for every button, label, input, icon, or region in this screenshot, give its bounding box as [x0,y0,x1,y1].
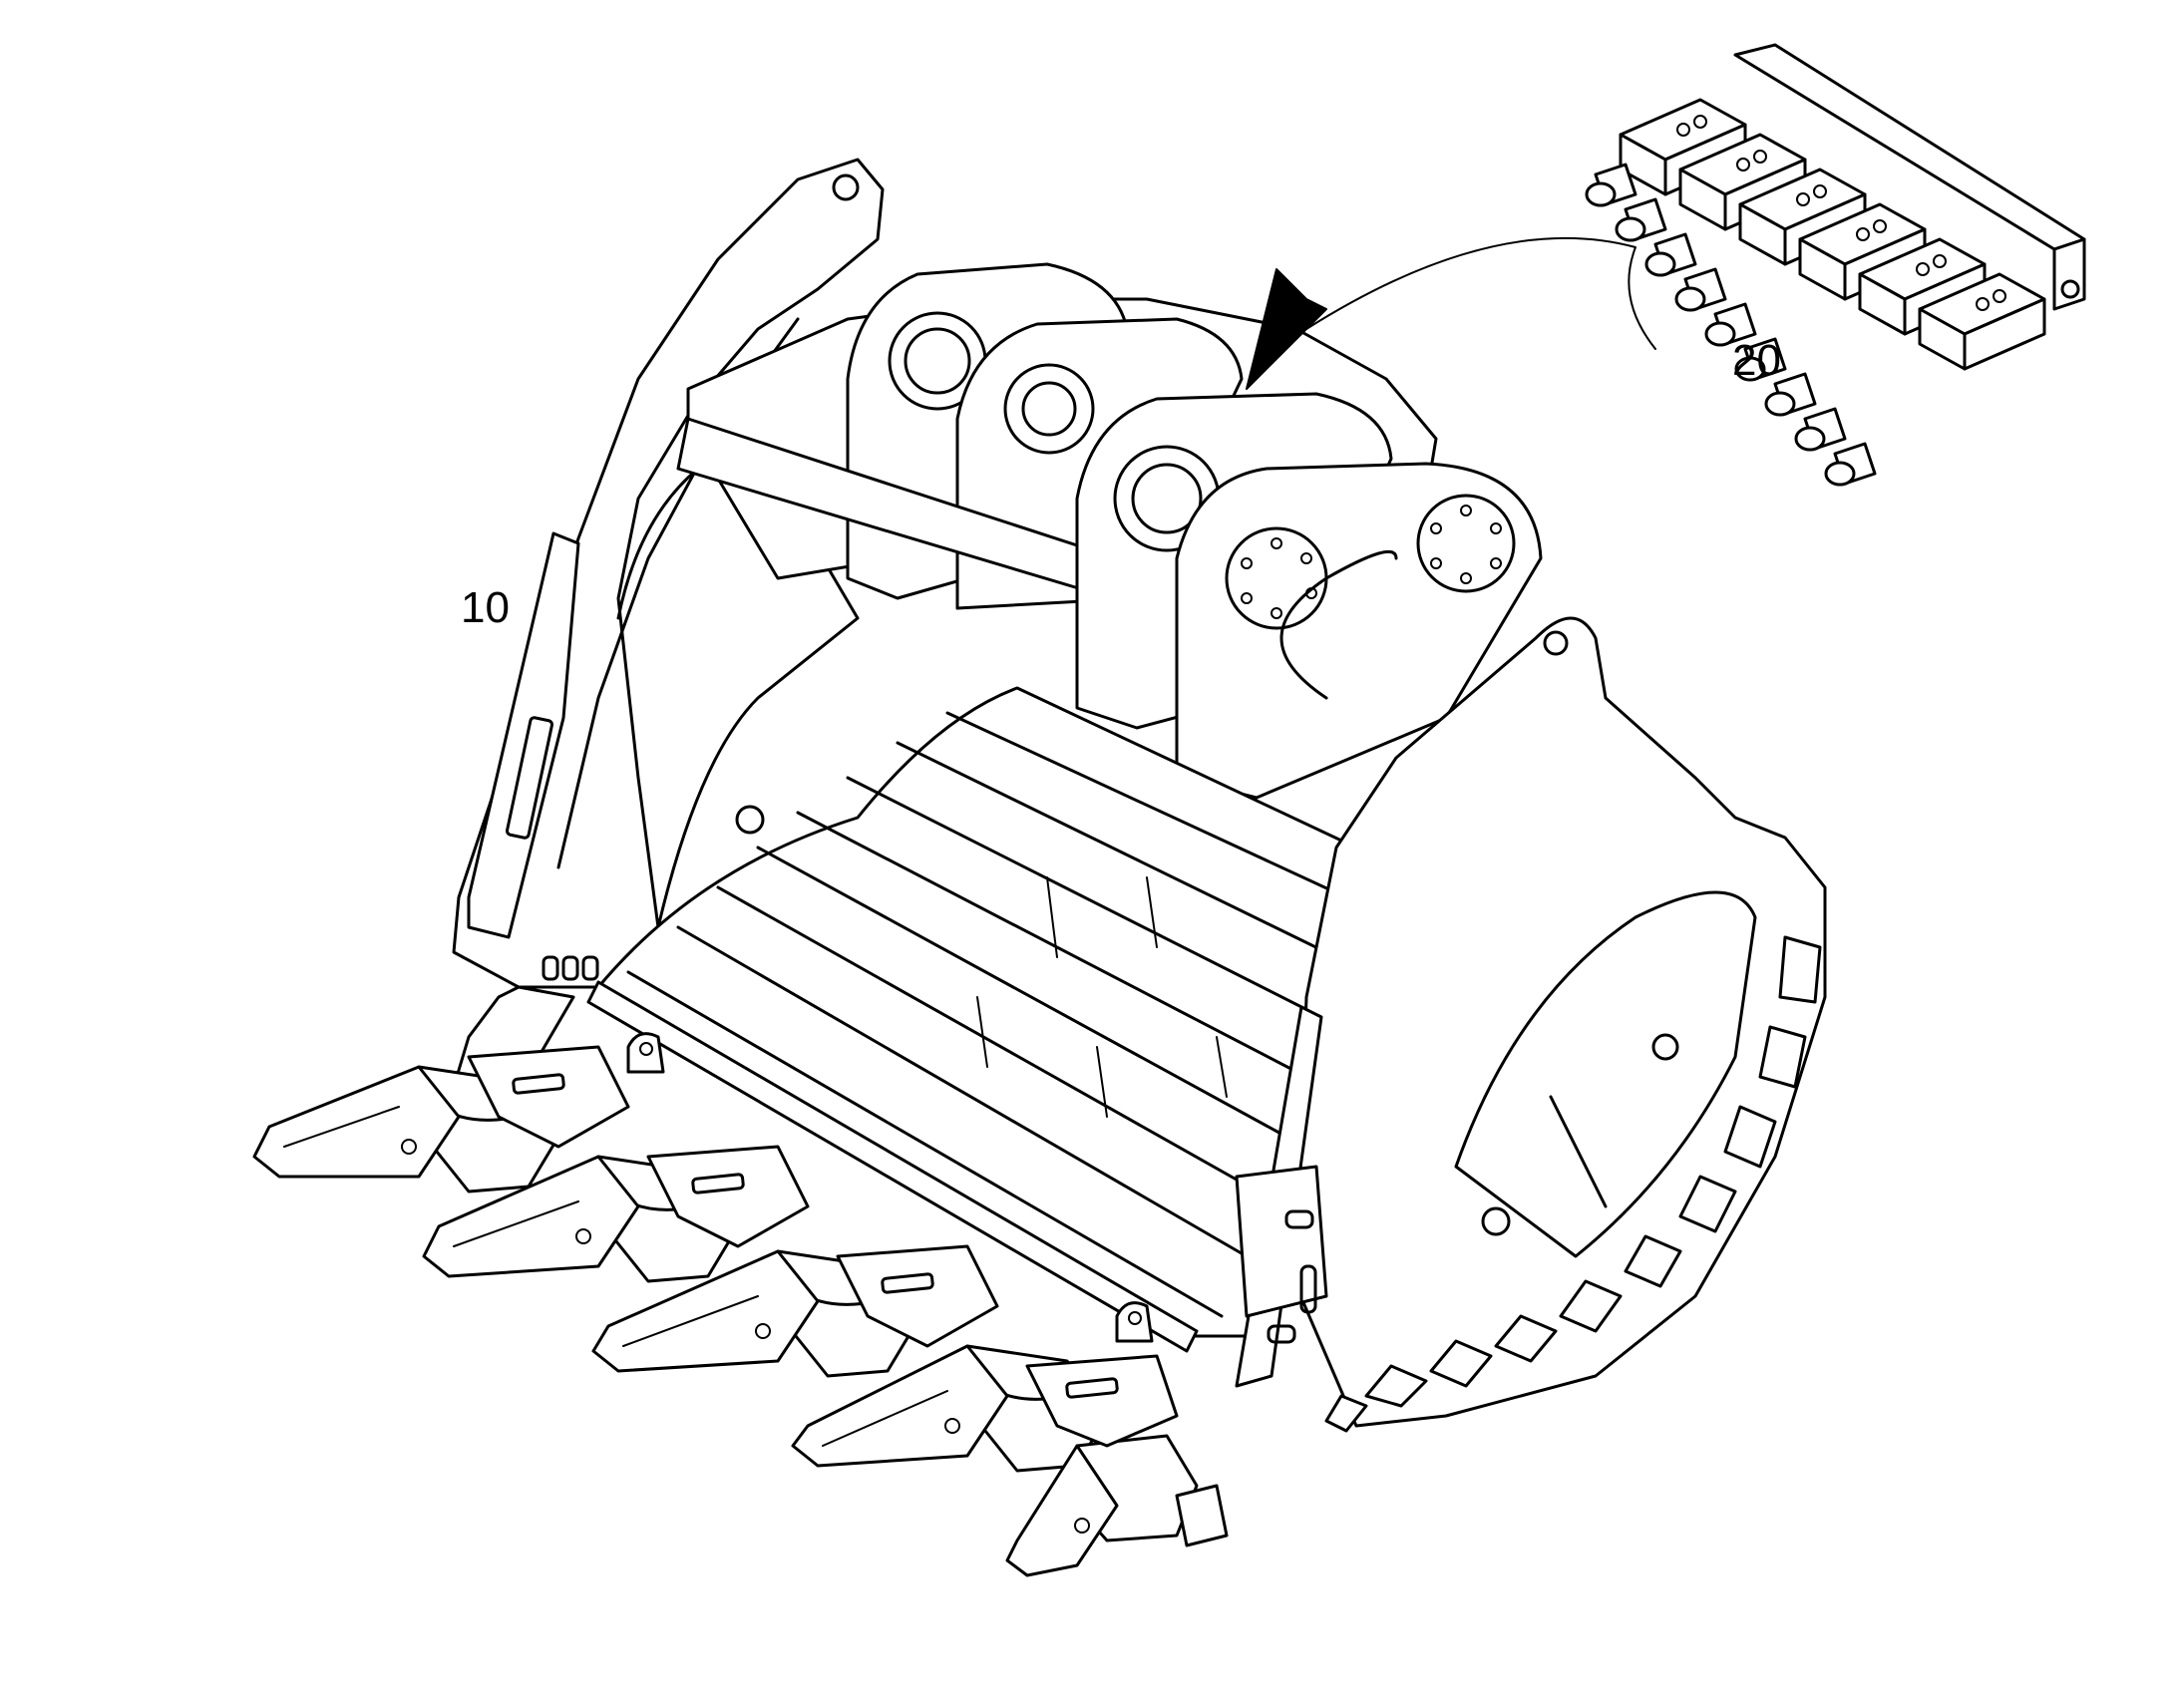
left-side-guard-slot [506,716,553,840]
left-corner-bolts [542,955,599,981]
right-side-lift-hole [1543,630,1569,656]
lube-block-mount-hole [2060,279,2080,299]
callout-label-lube-block: 20 [1732,336,1781,385]
lube-hose-loop [1279,549,1398,700]
lube-block-sections [1619,98,2046,371]
right-hinge-cap-left [1225,526,1328,630]
lube-distribution-block [1585,43,2086,487]
second-hinge-bore-outer [1003,363,1095,455]
callout-label-bucket: 10 [461,583,510,632]
hinge-cap-bolts [1241,505,1502,619]
heel-shrouds [1324,935,1822,1433]
bucket-left-lift-hole [832,173,860,201]
bucket-right-side-plate [1294,616,1827,1428]
lube-block-rail-face [2052,237,2086,311]
left-side-guard [467,531,580,939]
floor-wear-liners [626,711,1348,1318]
right-side-seam [1549,1095,1608,1208]
right-side-lower-hole [1481,1206,1511,1236]
right-guard-slot-3 [1267,1324,1296,1344]
right-side-wear-panel [1454,890,1757,1258]
bucket-left-pin-hole [735,805,765,835]
lip-shrouds [467,1045,1179,1448]
lube-outlet-fittings [1585,163,1877,487]
left-hinge-bore-inner [904,327,971,395]
third-hinge-bore-inner [1131,463,1203,534]
right-side-guard-plates [1235,1165,1328,1318]
right-guard-slot-2 [1299,1264,1317,1314]
callout-leader-curve [1305,236,1656,350]
bucket-left-side-plate [452,158,885,989]
lip-lifting-eyes [626,1032,1154,1343]
right-hinge-cap-right [1416,494,1516,593]
bucket-floor [596,686,1358,1338]
bucket-lip-plate [586,980,1199,1353]
right-guard-slot-1 [1284,1209,1314,1229]
callout-pointer-arrow [1246,268,1327,390]
right-corner-tooth [1005,1434,1229,1577]
bucket-teeth [252,955,1229,1577]
detail-callout [1246,236,1656,390]
right-side-pin-hole [1651,1033,1679,1061]
second-hinge-bore-inner [1021,381,1077,437]
excavator-bucket [452,158,1827,1433]
bucket-left-wear-panel [616,447,860,929]
